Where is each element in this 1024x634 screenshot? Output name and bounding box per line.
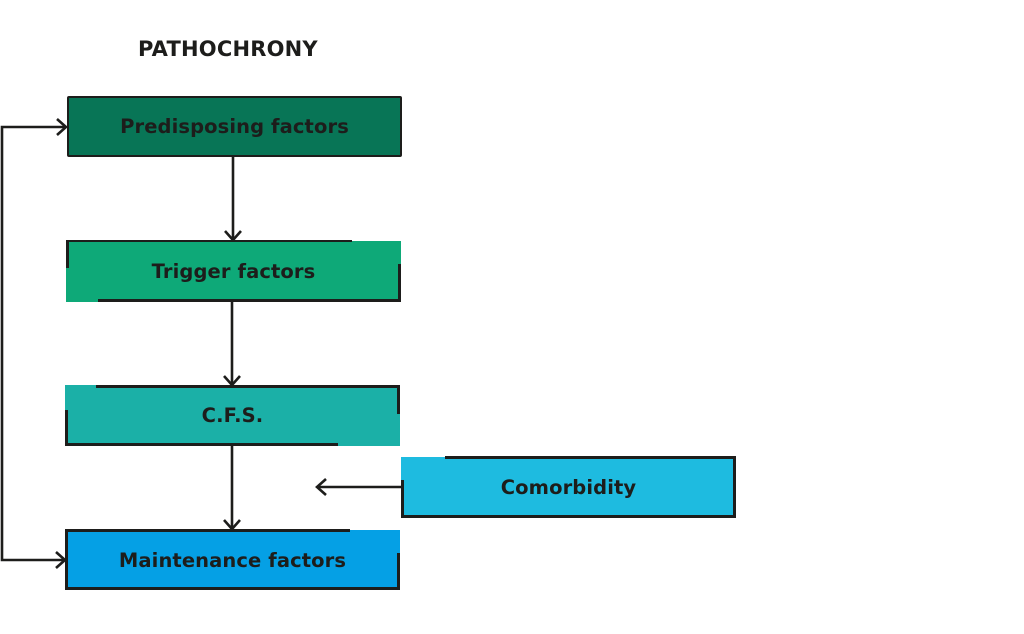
arrowhead-feedback-predisposing (56, 118, 68, 136)
node-maintenance-factors: Maintenance factors (65, 530, 400, 590)
node-comorbidity: Comorbidity (401, 457, 736, 518)
arrow-feedback-loop (0, 125, 66, 562)
node-trigger-label: Trigger factors (151, 260, 316, 283)
node-trigger-factors: Trigger factors (66, 241, 401, 302)
node-maintenance-label: Maintenance factors (118, 548, 347, 572)
node-predisposing-label: Predisposing factors (120, 115, 349, 138)
node-cfs-label: C.F.S. (201, 404, 264, 427)
diagram-title: PATHOCHRONY (138, 37, 318, 61)
node-cfs: C.F.S. (65, 385, 400, 446)
arrowhead-comorbidity (315, 478, 327, 496)
node-comorbidity-label: Comorbidity (500, 476, 637, 499)
node-predisposing-factors: Predisposing factors (67, 96, 402, 157)
